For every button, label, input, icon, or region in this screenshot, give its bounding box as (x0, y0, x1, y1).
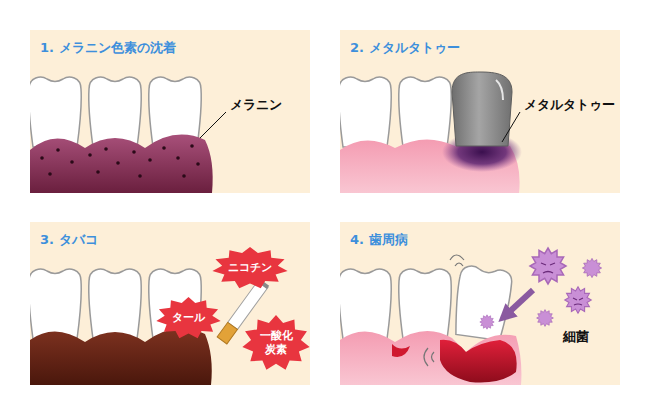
panel-title: 1. メラニン色素の沈着 (40, 39, 176, 57)
metal-tattoo-illustration (340, 72, 522, 193)
callout-label: 細菌 (563, 328, 589, 346)
burst-label: ニコチン (228, 261, 272, 275)
tobacco-illustration (30, 269, 269, 385)
panel-title: 2. メタルタトゥー (350, 39, 460, 57)
panel-title: 4. 歯周病 (350, 231, 408, 249)
burst-shape: 一酸化炭素 (242, 315, 310, 371)
melanin-illustration (30, 77, 226, 193)
burst-path (212, 247, 287, 288)
burst-shape: タール (156, 297, 221, 339)
panel-title: 3. タバコ (40, 231, 98, 249)
panel: 4. 歯周病 (340, 222, 620, 385)
periodontal-illustration (340, 248, 602, 385)
burst-label: タール (172, 311, 205, 325)
callout-label: メラニン (230, 96, 282, 114)
panel: 3. タバコニコチンタール一酸化炭素 (30, 222, 310, 385)
burst-label: 一酸化炭素 (258, 329, 294, 357)
burst-path (242, 315, 309, 370)
burst-shape: ニコチン (212, 247, 288, 289)
burst-path (156, 297, 220, 338)
callout-label: メタルタトゥー (524, 96, 615, 114)
